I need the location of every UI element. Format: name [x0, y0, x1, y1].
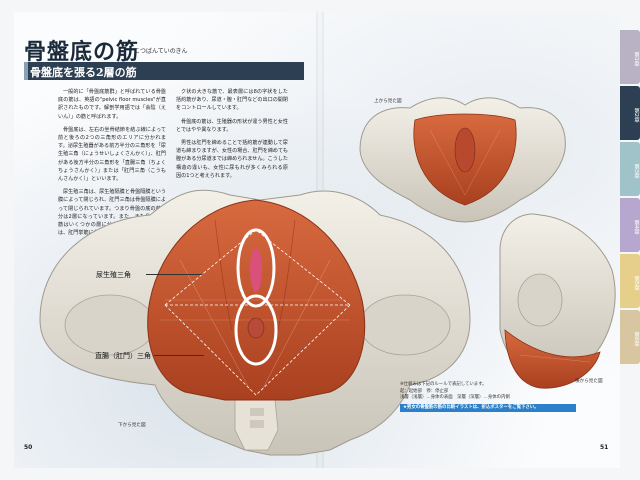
chapter-tab-4[interactable]: 第4章 [620, 198, 640, 252]
body-column-2: ク状の大きな筋で、最表層には8の字状をした括約筋があり、尿道・膣・肛門などの出口… [176, 88, 288, 185]
page-number-left: 50 [24, 444, 33, 451]
side-view-caption: 横から見た図 [575, 379, 603, 384]
heading: 骨盤底の筋 こつばんていのきん [24, 34, 188, 66]
chapter-tab-label: 第5章 [633, 275, 639, 291]
chapter-tab-3[interactable]: 第3章 [620, 142, 640, 196]
chapter-tab-label: 第1章 [633, 51, 639, 67]
note-line: ※仕組みは下記のルールで表記しています。 [400, 382, 487, 387]
chapter-tab-1[interactable]: 第1章 [620, 30, 640, 84]
bottom-view-pelvis [39, 189, 471, 456]
subtitle-bar [24, 62, 304, 80]
rectal-leader [154, 355, 204, 356]
paragraph: ク状の大きな筋で、最表層には8の字状をした括約筋があり、尿道・膣・肛門などの出口… [176, 89, 288, 112]
urogenital-leader [146, 274, 202, 275]
chapter-tabs: 第1章 第2章 第3章 第4章 第5章 第6章 [620, 30, 640, 366]
page-title: 骨盤底の筋 [24, 39, 140, 65]
chapter-tab-label: 第3章 [633, 163, 639, 179]
page-number-right: 51 [600, 444, 609, 451]
title-ruby: こつばんていのきん [134, 48, 188, 55]
chapter-tab-label: 第6章 [633, 331, 639, 347]
note-line: 起：起始部 停：停止部 [400, 388, 449, 394]
rectal-triangle-label: 直腸（肛門）三角 [95, 352, 151, 360]
note-line: 浅層（浅層）…身体の表面 深層（深層）…身体の内側 [400, 395, 510, 400]
bottom-view-caption: 下から見た図 [118, 423, 146, 428]
paragraph: 男性は肛門を締めることで括約筋が連動して尿道も締まりますが、女性の場合、肛門を締… [176, 140, 288, 179]
note-box: ※仕組みは下記のルールで表記しています。 起：起始部 停：停止部 浅層（浅層）…… [400, 382, 576, 412]
page-subtitle: 骨盤底を張る2層の筋 [30, 66, 137, 79]
side-view-pelvis [499, 213, 616, 389]
note-highlight: ★男女の骨盤筋の筋の比較イラストは、折込ポスターをご覧下さい。 [400, 403, 576, 412]
paragraph: 骨盤底は、左右の坐骨結節を結ぶ線によって前と後ろの2つの三角形のエリアに分かれま… [58, 126, 166, 183]
chapter-tab-2[interactable]: 第2章 [620, 86, 640, 140]
chapter-tab-label: 第2章 [633, 107, 639, 123]
chapter-tab-5[interactable]: 第5章 [620, 254, 640, 308]
paragraph: 骨盤底の筋は、生殖器の形状が違う男性と女性とではやや異なります。 [176, 118, 288, 133]
chapter-tab-label: 第4章 [633, 219, 639, 235]
top-view-pelvis [359, 97, 566, 223]
paragraph: 一般的に「骨盤底筋群」と呼ばれている骨盤底の筋は、英語の"pelvic floo… [58, 89, 166, 120]
chapter-tab-6[interactable]: 第6章 [620, 310, 640, 364]
urogenital-triangle-label: 尿生殖三角 [96, 271, 131, 279]
top-view-caption: 上から見た図 [374, 99, 402, 104]
